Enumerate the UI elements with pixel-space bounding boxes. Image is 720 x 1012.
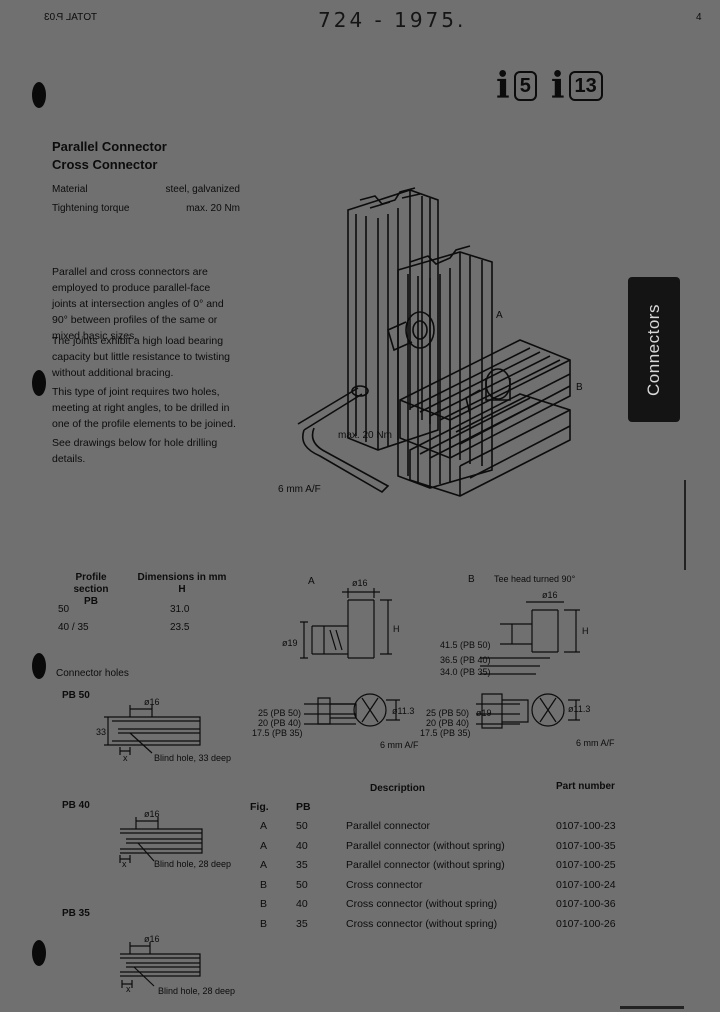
- spec-torque: Tightening torque max. 20 Nm: [52, 203, 240, 214]
- description-paragraph-2: The joints exhibit a high load bearing c…: [52, 335, 230, 379]
- hole-section-pb50: PB 50: [62, 690, 90, 701]
- fax-header: TOTAL P.03: [44, 12, 97, 23]
- description-paragraph-1: Parallel and cross connectors are employ…: [52, 266, 224, 342]
- dimensions-row-h: 23.5: [170, 622, 190, 633]
- dimensions-row-h: 31.0: [170, 604, 190, 615]
- drawing-b-length-35: 17.5 (PB 35): [420, 728, 471, 738]
- info-icons: i 5 i 13: [496, 68, 603, 104]
- drawing-b-h: H: [582, 626, 589, 636]
- info-number-5-badge: 5: [513, 71, 537, 101]
- info-number-13-badge: 13: [568, 71, 603, 101]
- connector-assembly-illustration: A B max. 20 Nm 6 mm A/F: [278, 187, 583, 497]
- drawing-a-d19: ø19: [282, 638, 298, 648]
- parts-table: Fig. PB A 50 Parallel connector 0107-100…: [250, 797, 626, 934]
- punch-hole-lower: [32, 653, 46, 679]
- hole-drawing-pb40: ø16 x Blind hole, 28 deep: [119, 809, 231, 869]
- hole-pb40-note: Blind hole, 28 deep: [154, 859, 231, 869]
- scan-edge-mark: [684, 480, 686, 570]
- dimensions-header-section: Profile section PB: [73, 572, 109, 607]
- drawing-a-h: H: [393, 624, 400, 634]
- hole-pb50-x: x: [123, 753, 128, 763]
- section-tab-connectors[interactable]: Connectors: [628, 277, 680, 422]
- parts-col-fig: Fig.: [250, 800, 269, 813]
- illustration-label-b: B: [576, 382, 583, 393]
- drawing-b-d16: ø16: [542, 590, 558, 600]
- connector-dimension-drawings: A ø16 ø19 H 25 (PB 50) 20 (PB 40) 17.5 (…: [252, 574, 615, 750]
- drawing-a-d113: ø11.3: [392, 706, 414, 716]
- dimensions-row-section: 40 / 35: [58, 622, 89, 633]
- dimensions-header-h: Dimensions in mm H: [137, 572, 227, 595]
- punch-hole-bottom: [32, 940, 46, 966]
- hole-pb35-x: x: [126, 984, 131, 994]
- drawing-b-d113: ø11.3: [568, 704, 590, 714]
- hole-section-pb35: PB 35: [62, 908, 90, 919]
- page-corner-mark: 4: [696, 12, 702, 23]
- hole-pb40-x: x: [122, 859, 127, 869]
- description-paragraph-4: See drawings below for hole drilling det…: [52, 437, 218, 465]
- page-title: Parallel Connector Cross Connector: [52, 139, 167, 172]
- drawing-a-length-35: 17.5 (PB 35): [252, 728, 303, 738]
- parts-table-header-row: Fig. PB: [250, 797, 626, 817]
- illustration-torque: max. 20 Nm: [338, 430, 392, 441]
- punch-hole-middle: [32, 370, 46, 396]
- drawing-b-top-length-40: 36.5 (PB 40): [440, 655, 491, 665]
- drawing-a-d16: ø16: [352, 578, 368, 588]
- drawing-b-d19: ø19: [476, 708, 492, 718]
- table-row: B 50 Cross connector 0107-100-24: [260, 878, 616, 891]
- table-row: B 40 Cross connector (without spring) 01…: [260, 898, 616, 911]
- hole-pb50-dim: 33: [96, 727, 106, 737]
- hole-drawing-pb35: ø16 x Blind hole, 28 deep: [120, 934, 235, 996]
- table-row: A 50 Parallel connector 0107-100-23: [260, 820, 616, 833]
- spec-list: Material steel, galvanized Tightening to…: [52, 180, 240, 218]
- info-i-icon: i: [550, 65, 565, 107]
- scan-bottom-mark: [620, 1006, 684, 1009]
- drawing-b-caption: Tee head turned 90°: [494, 574, 576, 584]
- drawing-b-length-50: 25 (PB 50): [426, 708, 469, 718]
- hole-drawing-pb50: ø16 33 x Blind hole, 33 deep: [96, 697, 231, 763]
- drawing-a-length-40: 20 (PB 40): [258, 718, 301, 728]
- drawing-b-top-length-50: 41.5 (PB 50): [440, 640, 491, 650]
- hole-pb40-d16: ø16: [144, 809, 160, 819]
- hole-pb50-d16: ø16: [144, 697, 160, 707]
- table-row: A 40 Parallel connector (without spring)…: [260, 839, 616, 852]
- connector-holes-heading: Connector holes: [56, 668, 129, 679]
- hole-pb35-d16: ø16: [144, 934, 160, 944]
- spec-material: Material steel, galvanized: [52, 184, 240, 195]
- table-row: A 35 Parallel connector (without spring)…: [260, 859, 616, 872]
- dimensions-row-section: 50: [58, 604, 70, 615]
- parts-col-pb: PB: [296, 800, 311, 813]
- drawing-a-label: A: [308, 576, 315, 587]
- drawing-b-key: 6 mm A/F: [576, 738, 615, 748]
- hole-pb35-note: Blind hole, 28 deep: [158, 986, 235, 996]
- handwritten-number: 724 - 1975.: [318, 8, 467, 32]
- parts-header-description: Description: [370, 783, 426, 794]
- hole-section-pb40: PB 40: [62, 800, 90, 811]
- illustration-label-a: A: [496, 310, 503, 321]
- drawing-b-length-40: 20 (PB 40): [426, 718, 469, 728]
- description-paragraph-3: This type of joint requires two holes, m…: [52, 386, 236, 430]
- drawing-a-key: 6 mm A/F: [380, 740, 419, 750]
- punch-hole-top: [32, 82, 46, 108]
- illustration-key-size: 6 mm A/F: [278, 484, 321, 495]
- table-row: B 35 Cross connector (without spring) 01…: [260, 917, 616, 930]
- drawing-b-top-length-35: 34.0 (PB 35): [440, 667, 491, 677]
- hole-pb50-note: Blind hole, 33 deep: [154, 753, 231, 763]
- drawing-b-label: B: [468, 574, 475, 585]
- drawing-a-length-50: 25 (PB 50): [258, 708, 301, 718]
- parts-header-part-number: Part number: [556, 781, 615, 792]
- info-i-icon: i: [496, 65, 510, 107]
